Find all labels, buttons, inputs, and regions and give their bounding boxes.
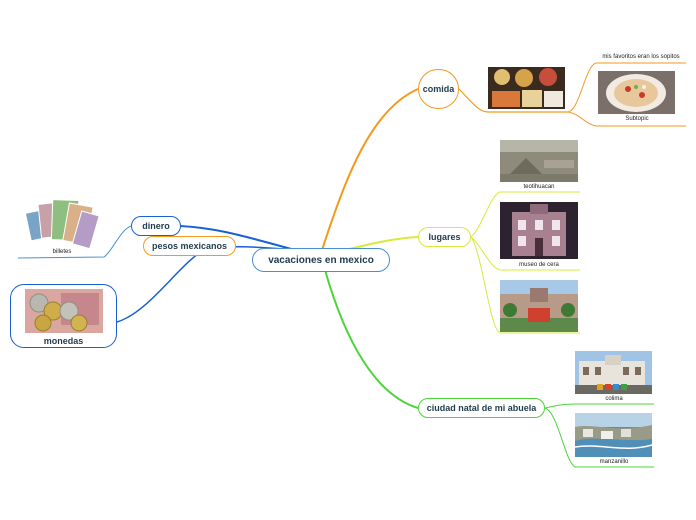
food-image <box>488 67 565 109</box>
label-billetes[interactable]: billetes <box>40 249 84 255</box>
label-manzanillo[interactable]: manzanillo <box>592 459 636 465</box>
sopes-image <box>598 71 675 114</box>
label-teotihuacan[interactable]: teotihuacan <box>514 184 564 190</box>
manzanillo-image <box>575 413 652 457</box>
label-monedas: monedas <box>44 336 84 346</box>
root-topic[interactable]: vacaciones en mexico <box>252 248 390 272</box>
branch-ciudad1 <box>545 404 654 408</box>
topic-ciudad-natal[interactable]: ciudad natal de mi abuela <box>418 398 545 418</box>
topic-monedas[interactable]: monedas <box>10 284 117 348</box>
plaza-image <box>500 280 578 332</box>
label-museo-de-cera[interactable]: museo de cera <box>512 262 566 268</box>
coins-image <box>25 289 103 333</box>
label-comida-favoritos[interactable]: mis favoritos eran los sopitos <box>596 54 686 60</box>
teotihuacan-image <box>500 140 578 182</box>
topic-comida[interactable]: comida <box>418 69 459 109</box>
wax-museum-image <box>500 202 578 259</box>
label-subtopic[interactable]: Subtopic <box>614 116 660 122</box>
branch-ciudad <box>325 270 418 408</box>
branch-comida <box>322 89 418 250</box>
topic-lugares[interactable]: lugares <box>418 227 471 247</box>
money-bills-image <box>22 196 102 248</box>
topic-dinero[interactable]: dinero <box>131 216 181 236</box>
label-colima[interactable]: colima <box>596 396 632 402</box>
colima-image <box>575 351 652 394</box>
topic-pesos-mexicanos[interactable]: pesos mexicanos <box>143 236 236 256</box>
